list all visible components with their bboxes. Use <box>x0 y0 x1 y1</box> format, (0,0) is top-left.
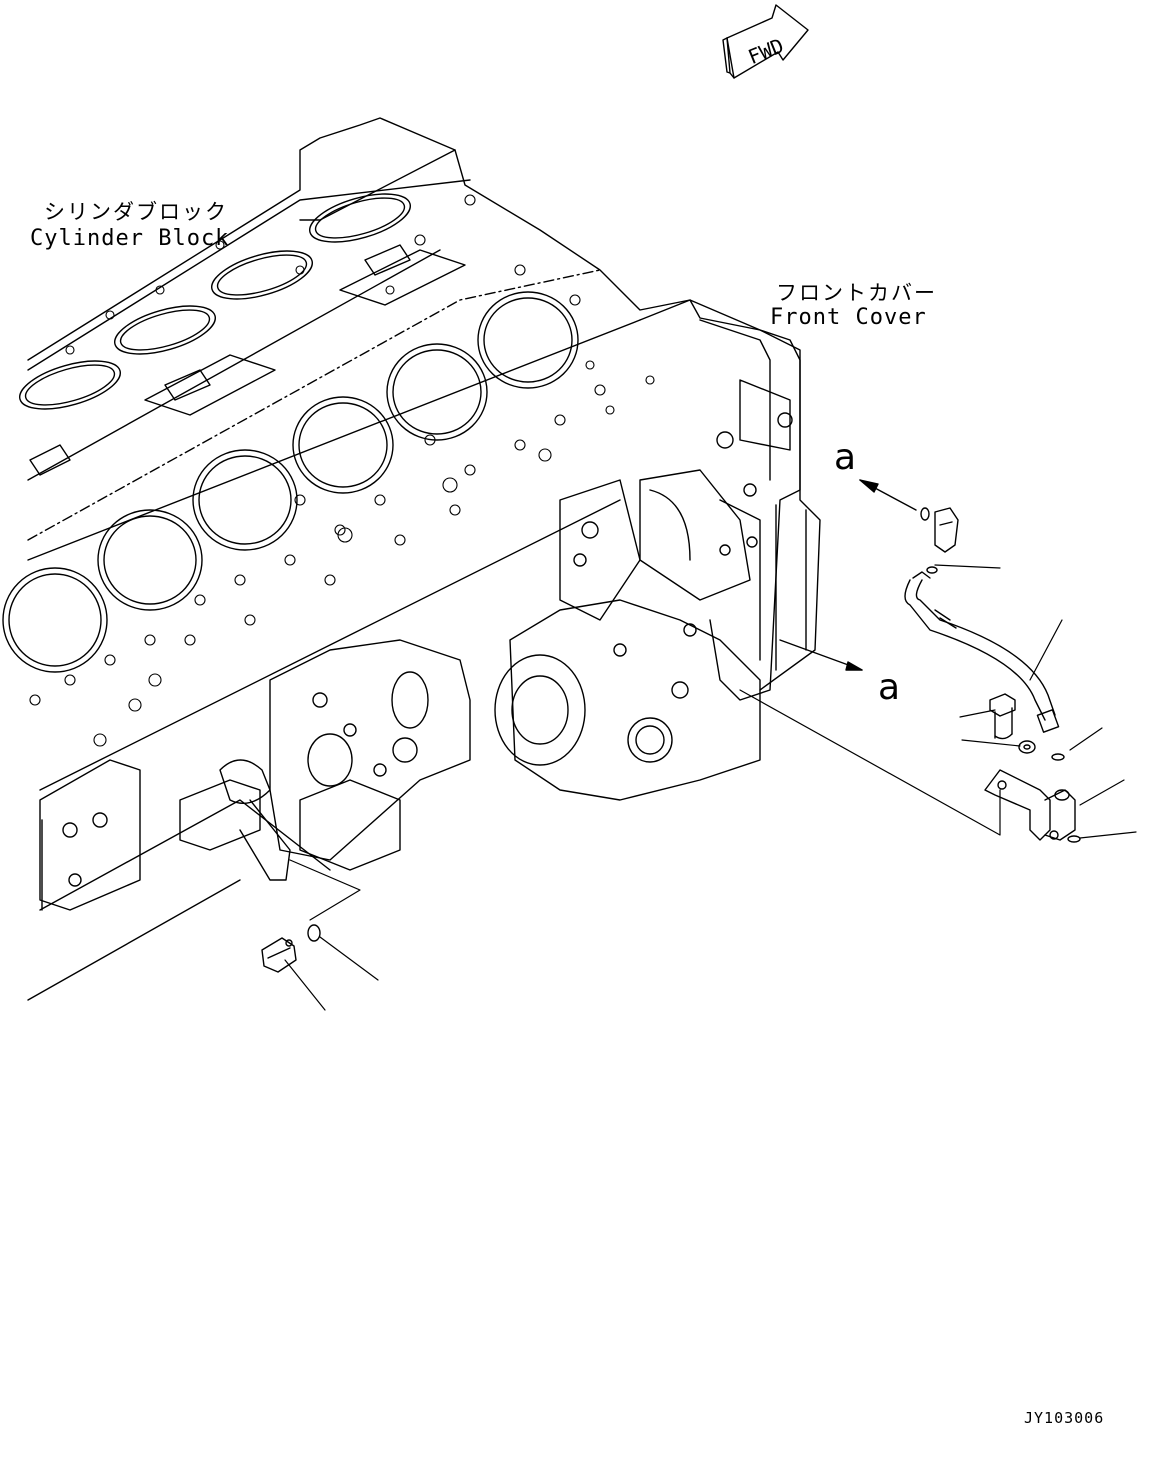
cylinder-block-label-en: Cylinder Block <box>30 226 230 251</box>
o-rings <box>307 566 1081 942</box>
callout-a-bottom: a <box>878 667 901 708</box>
callout-a-arrows <box>779 479 917 671</box>
front-cover-label-en: Front Cover <box>770 305 927 330</box>
bracket-and-adapter <box>984 769 1076 841</box>
deck-bolt-holes <box>29 194 655 747</box>
fwd-arrow-icon: FWD <box>722 4 809 79</box>
cylinder-bores-front <box>2 291 579 673</box>
front-cover-assembly <box>639 299 807 701</box>
leader-lines <box>284 564 1137 1011</box>
lower-accessories <box>39 639 471 911</box>
bolt-and-washer <box>989 693 1036 754</box>
cover-plates <box>29 244 466 476</box>
front-cover-label-jp: フロントカバー <box>776 281 937 305</box>
oil-pipe-assembly <box>904 571 1060 733</box>
gear-housing <box>494 469 761 801</box>
cylinder-bores-top <box>19 193 411 410</box>
cylinder-block-label-jp: シリンダブロック <box>44 200 228 224</box>
sensor-plug <box>261 937 297 973</box>
elbow-fitting <box>920 507 959 553</box>
fwd-arrow-label: FWD <box>745 33 787 69</box>
callout-a-top: a <box>834 437 857 478</box>
drawing-code: JY103006 <box>1024 1409 1105 1427</box>
